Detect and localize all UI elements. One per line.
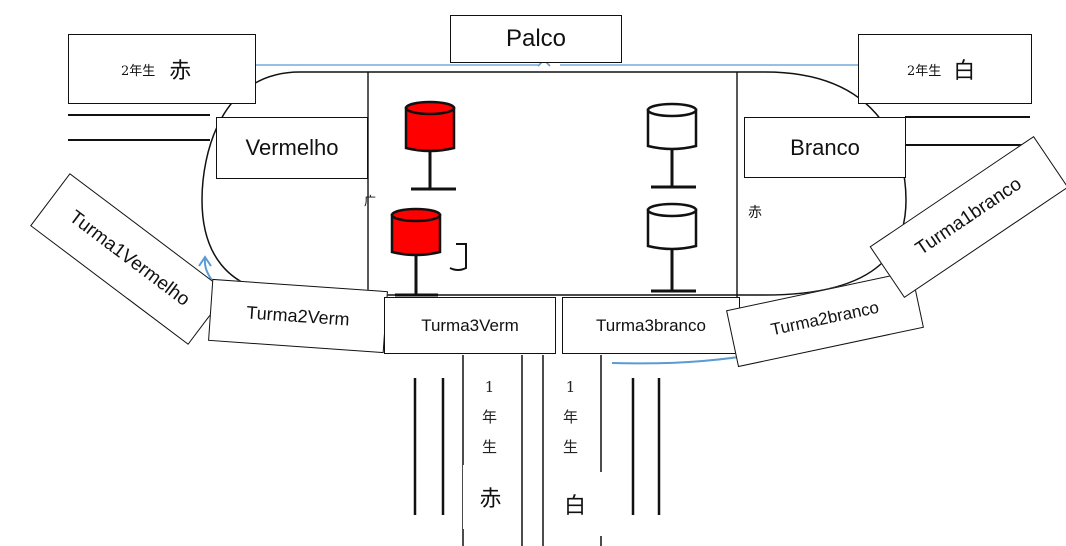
grade1-red-char-2: 年 (482, 408, 498, 426)
turma2-red-box: Turma2Verm (208, 278, 388, 354)
grade1-white-char-2: 年 (563, 408, 579, 426)
red-trophy-2-icon (390, 207, 467, 297)
grade2-red-color: 赤 (169, 59, 192, 84)
grade1-white-char-1: 1 (565, 378, 576, 396)
turma3-red-box: Turma3Verm (384, 297, 556, 354)
grade1-white-char-3: 生 (563, 438, 579, 456)
grade2-red-box: 2年生 赤 (68, 34, 256, 104)
red-team-label: Vermelho (216, 117, 368, 179)
grade1-white-label: 1 年 生 (563, 372, 578, 462)
track-oval (201, 71, 907, 296)
grade1-red-char-3: 生 (482, 438, 498, 456)
grade1-red-color-box: 赤 (463, 465, 518, 529)
inner-mark-left: 广 (364, 194, 377, 208)
grade2-white-grade: 2年生 (907, 63, 942, 79)
white-team-label: Branco (744, 117, 906, 178)
grade1-white-color-box: 白 (548, 472, 602, 536)
grade1-red-char-1: 1 (484, 378, 495, 396)
stage-label: Palco (450, 15, 622, 63)
red-trophy-icon (404, 100, 456, 191)
inner-mark-right: 赤 (748, 205, 762, 221)
white-trophy-icon (646, 102, 698, 189)
grade1-red-label: 1 年 生 (482, 372, 497, 462)
grade2-red-grade: 2年生 (121, 63, 156, 79)
turma3-white-box: Turma3branco (562, 297, 740, 354)
grade2-white-color: 白 (953, 59, 976, 84)
grade2-white-box: 2年生 白 (858, 34, 1032, 104)
arrowhead-left (198, 255, 212, 267)
white-trophy-2-icon (646, 202, 698, 293)
